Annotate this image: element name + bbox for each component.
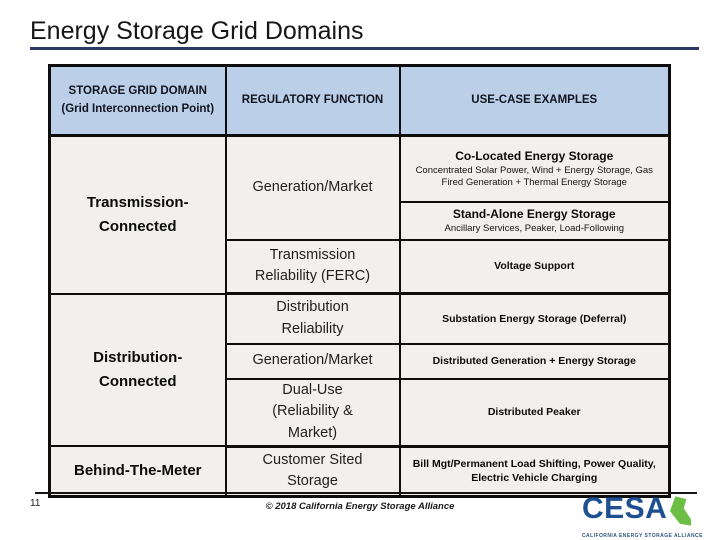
table-row: Generation/Market Distributed Generation… [50,342,671,380]
cell-function-distribution-reliability: Distribution Reliability [224,292,401,345]
grid-domains-table: STORAGE GRID DOMAIN (Grid Interconnectio… [48,64,671,498]
cell-domain-distribution-connected: Distribution-Connected [48,292,227,448]
grid-domains-table-wrap: STORAGE GRID DOMAIN (Grid Interconnectio… [48,64,671,498]
usecase-title: Stand-Alone Energy Storage [452,206,616,221]
usecase-title: Substation Energy Storage (Deferral) [442,312,627,325]
usecase-title: Co-Located Energy Storage [455,148,614,163]
cell-function-dual-use: Dual-Use (Reliability & Market) [224,377,401,448]
table-row: Behind-The-Meter Customer Sited Storage … [48,445,671,498]
california-state-icon [669,496,692,531]
header-storage-grid-domain: STORAGE GRID DOMAIN (Grid Interconnectio… [48,64,227,137]
cell-usecase-co-located: Co-Located Energy Storage Concentrated S… [398,134,671,203]
cesa-wordmark: CESA [582,492,668,525]
table-row: Stand-Alone Energy Storage Ancillary Ser… [50,200,671,241]
cell-usecase-distributed-peaker: Distributed Peaker [398,377,671,448]
usecase-detail: Ancillary Services, Peaker, Load-Followi… [444,222,625,234]
table-row: Transmission-Connected Generation/Market… [48,134,671,295]
cell-domain-behind-the-meter: Behind-The-Meter [48,445,227,498]
table-row: Transmission Reliability (FERC) Voltage … [50,238,671,295]
cell-usecase-stand-alone: Stand-Alone Energy Storage Ancillary Ser… [398,200,671,241]
table-header-row: STORAGE GRID DOMAIN (Grid Interconnectio… [48,64,671,137]
footer-divider [35,492,697,494]
table-row: Dual-Use (Reliability & Market) Distribu… [50,377,671,448]
page-number: 11 [30,498,41,509]
title-underline [30,47,699,50]
header-use-case-examples: USE-CASE EXAMPLES [398,64,671,137]
header-regulatory-function: REGULATORY FUNCTION [224,64,401,137]
usecase-title: Distributed Generation + Energy Storage [432,354,636,367]
cell-function-transmission-reliability: Transmission Reliability (FERC) [224,238,401,295]
cell-usecase-voltage-support: Voltage Support [398,238,671,295]
usecase-title: Bill Mgt/Permanent Load Shifting, Power … [412,458,656,485]
cesa-tagline: CALIFORNIA ENERGY STORAGE ALLIANCE [582,533,703,539]
table-row: Distribution-Connected Distribution Reli… [48,292,671,448]
usecase-title: Distributed Peaker [487,406,581,419]
cesa-logo: CESA CALIFORNIA ENERGY STORAGE ALLIANCE [582,492,707,539]
cell-function-customer-sited-storage: Customer Sited Storage [224,445,401,498]
cell-usecase-substation: Substation Energy Storage (Deferral) [398,292,671,345]
usecase-title: Voltage Support [494,260,575,273]
copyright-text: © 2018 California Energy Storage Allianc… [265,501,455,512]
cell-domain-transmission-connected: Transmission-Connected [48,134,227,295]
cell-usecase-bill-mgt: Bill Mgt/Permanent Load Shifting, Power … [398,445,671,498]
cesa-logo-row: CESA [582,492,707,531]
cell-usecase-distributed-generation: Distributed Generation + Energy Storage [398,342,671,380]
cell-function-generation-market-tc: Generation/Market [224,134,401,241]
usecase-detail: Concentrated Solar Power, Wind + Energy … [415,164,653,189]
cell-function-generation-market-dc: Generation/Market [224,342,401,380]
page-title: Energy Storage Grid Domains [30,17,364,45]
